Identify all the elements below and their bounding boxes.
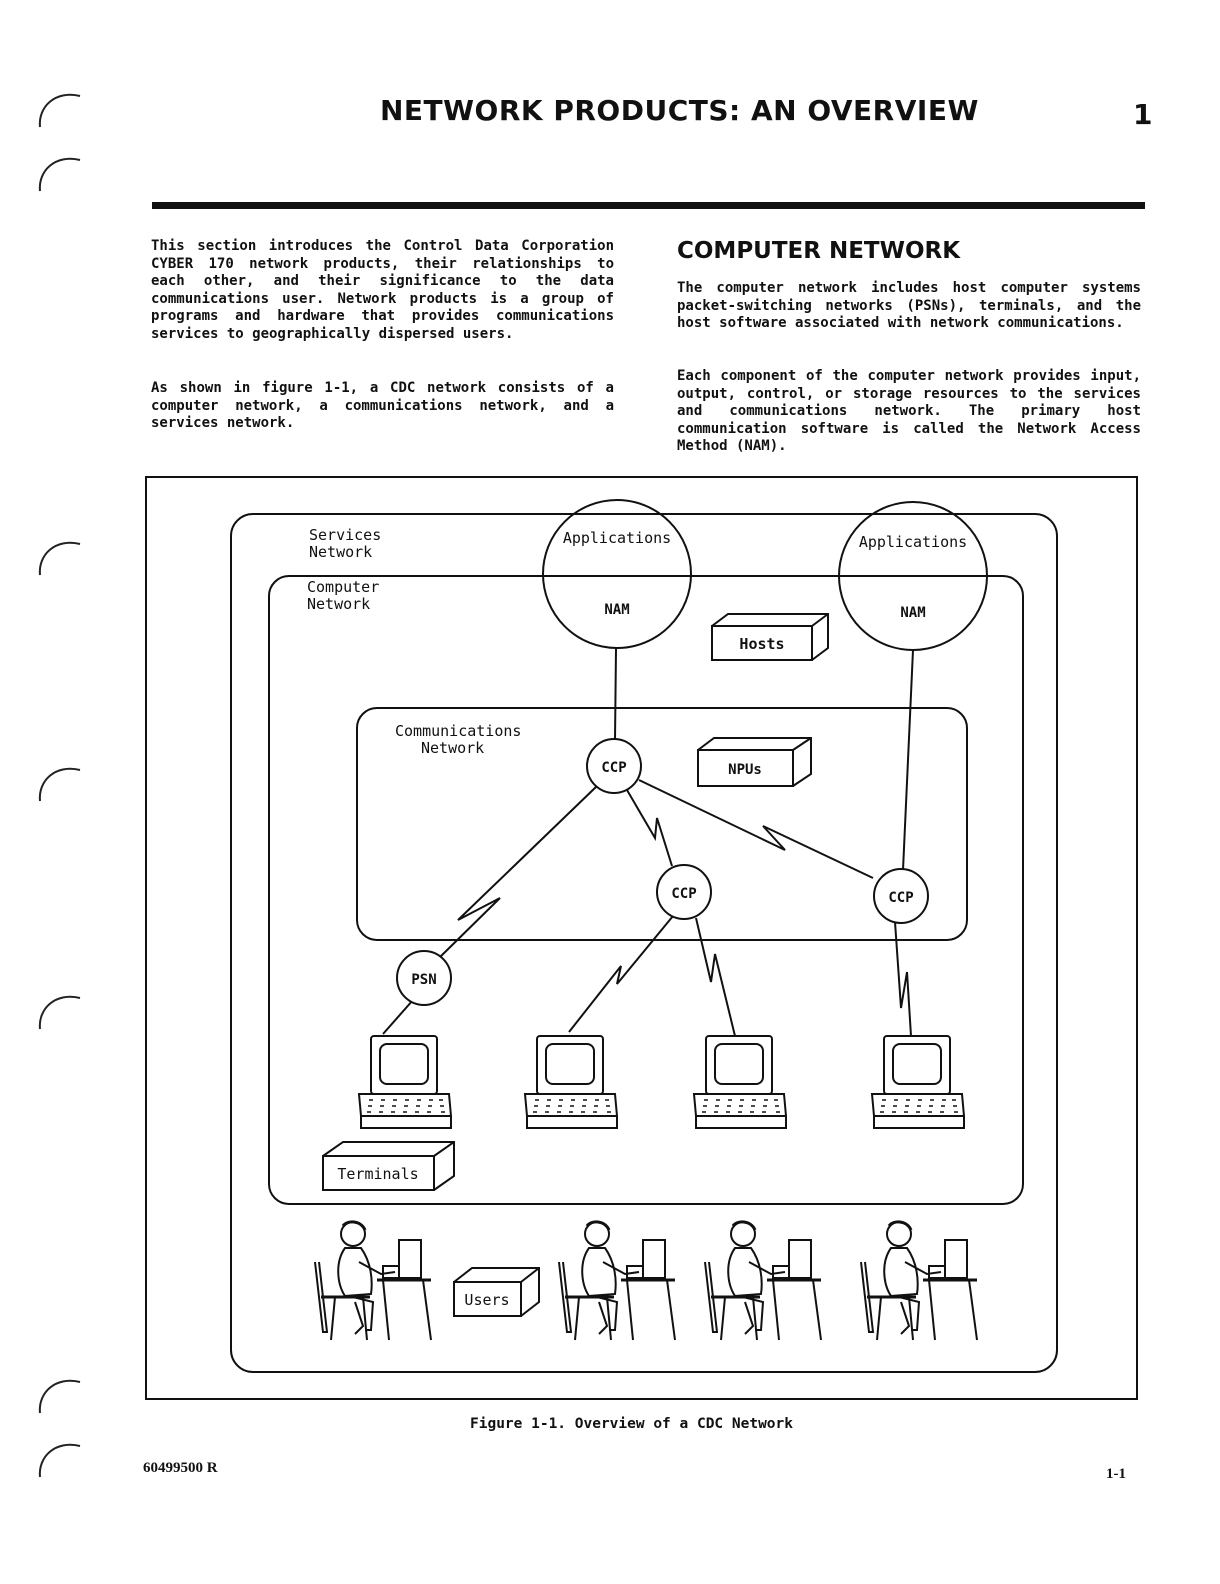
binder-hole-mark xyxy=(30,756,90,806)
communications-network-label: Network xyxy=(421,739,484,757)
user-workstation-icon xyxy=(559,1222,675,1340)
psn-label: PSN xyxy=(411,972,436,988)
host-circle xyxy=(543,500,691,648)
user-workstation-icon xyxy=(861,1222,977,1340)
terminals-label: Terminals xyxy=(337,1165,418,1183)
user-workstation-icon xyxy=(315,1222,431,1340)
hosts-label: Hosts xyxy=(739,635,784,653)
section-heading: COMPUTER NETWORK xyxy=(677,238,960,264)
network-figure: Services Network Computer Network Commun… xyxy=(145,476,1139,1402)
binder-hole-mark xyxy=(30,530,90,580)
intro-paragraph-2: As shown in figure 1-1, a CDC network co… xyxy=(151,380,614,433)
services-network-label: Services xyxy=(309,526,381,544)
user-workstation-icon xyxy=(705,1222,821,1340)
users-box: Users xyxy=(454,1268,539,1316)
nam-label: NAM xyxy=(900,605,925,621)
terminal-icon xyxy=(359,1036,451,1128)
network-links xyxy=(383,648,913,1036)
page-title: NETWORK PRODUCTS: AN OVERVIEW xyxy=(380,94,979,127)
page-number: 1-1 xyxy=(1106,1466,1126,1483)
computer-network-paragraph-1: The computer network includes host compu… xyxy=(677,280,1141,333)
header-rule xyxy=(152,202,1145,209)
applications-label: Applications xyxy=(859,533,967,551)
chapter-number: 1 xyxy=(1133,98,1152,131)
binder-hole-mark xyxy=(30,82,90,132)
computer-network-label: Network xyxy=(307,595,370,613)
npus-box: NPUs xyxy=(698,738,811,786)
users-label: Users xyxy=(464,1291,509,1309)
ccp-label: CCP xyxy=(601,760,626,776)
intro-paragraph-1: This section introduces the Control Data… xyxy=(151,238,614,343)
binder-hole-mark xyxy=(30,1432,90,1482)
computer-network-paragraph-2: Each component of the computer network p… xyxy=(677,368,1141,456)
applications-label: Applications xyxy=(563,529,671,547)
services-network-label: Network xyxy=(309,543,372,561)
terminal-icon xyxy=(525,1036,617,1128)
terminals-box: Terminals xyxy=(323,1142,454,1190)
terminal-icon xyxy=(694,1036,786,1128)
figure-caption: Figure 1-1. Overview of a CDC Network xyxy=(470,1416,793,1432)
ccp-label: CCP xyxy=(671,886,696,902)
binder-hole-mark xyxy=(30,1368,90,1418)
communications-network-label: Communications xyxy=(395,722,521,740)
binder-hole-mark xyxy=(30,146,90,196)
nam-label: NAM xyxy=(604,602,629,618)
document-number: 60499500 R xyxy=(143,1460,218,1477)
ccp-label: CCP xyxy=(888,890,913,906)
computer-network-label: Computer xyxy=(307,578,379,596)
hosts-box: Hosts xyxy=(712,614,828,660)
binder-hole-mark xyxy=(30,984,90,1034)
npus-label: NPUs xyxy=(728,762,762,778)
terminal-icon xyxy=(872,1036,964,1128)
